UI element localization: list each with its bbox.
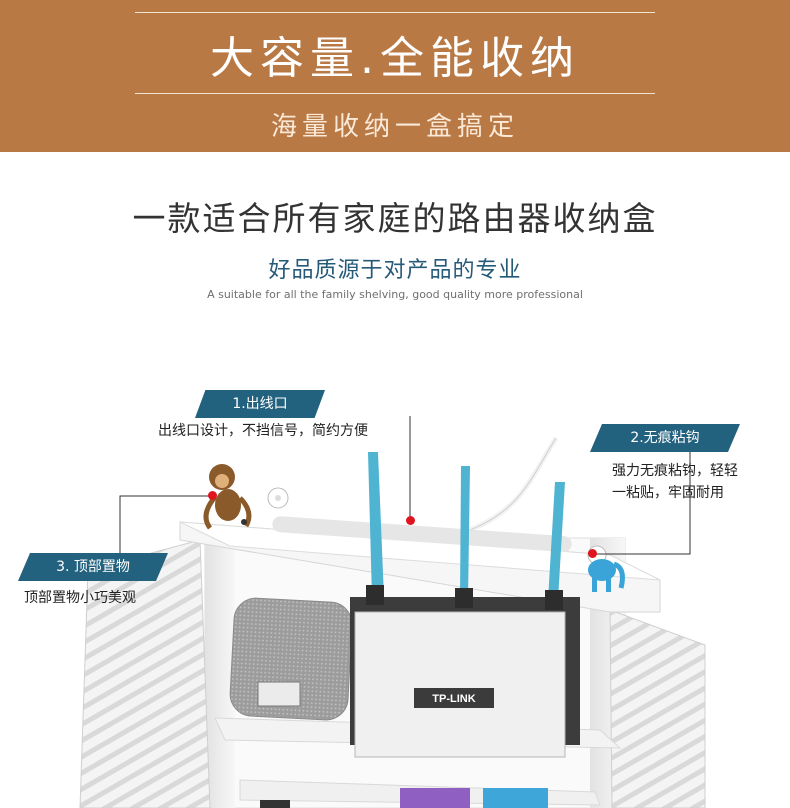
antennas: [366, 452, 565, 610]
book-blue: [483, 788, 548, 808]
elephant-figurine: [588, 559, 625, 592]
callout-2-line: [592, 448, 691, 555]
banner-top-rule: [135, 12, 655, 13]
banner-subtitle: 海量收纳一盒搞定: [270, 112, 519, 142]
callout-3-desc: 顶部置物小巧美观: [24, 590, 136, 606]
right-door: [609, 609, 706, 808]
cable-slot: [272, 516, 572, 553]
banner-divider: [135, 93, 655, 94]
callout-3-tag: 3. 顶部置物: [18, 553, 168, 581]
english-tagline: A suitable for all the family shelving, …: [207, 288, 583, 301]
main-heading: 一款适合所有家庭的路由器收纳盒: [132, 199, 658, 238]
marker-dot-3: [208, 491, 217, 500]
callout-2-desc-line2: 一粘贴，牢固耐用: [612, 485, 724, 501]
callout-2-desc: 强力无痕粘钩，轻轻 一粘贴，牢固耐用: [612, 460, 738, 504]
product-scene: TP-LINK: [0, 300, 790, 808]
marker-dot-2: [588, 549, 597, 558]
router-brand: TP-LINK: [432, 693, 475, 705]
left-door: [79, 539, 211, 808]
sub-heading: 好品质源于对产品的专业: [268, 258, 522, 283]
callout-1-desc: 出线口设计，不挡信号，简约方便: [158, 423, 368, 439]
marker-dot-1: [406, 516, 415, 525]
callout-2-tag: 2.无痕粘钩: [590, 424, 740, 452]
callout-2-desc-line1: 强力无痕粘钩，轻轻: [612, 463, 738, 479]
product-illustration: TP-LINK: [79, 416, 706, 808]
callout-1-tag: 1.出线口: [195, 390, 325, 418]
banner-title: 大容量.全能收纳: [210, 33, 580, 84]
book-purple: [400, 788, 470, 808]
top-banner: 大容量.全能收纳 海量收纳一盒搞定: [0, 0, 790, 152]
callout-3-line: [119, 495, 212, 553]
